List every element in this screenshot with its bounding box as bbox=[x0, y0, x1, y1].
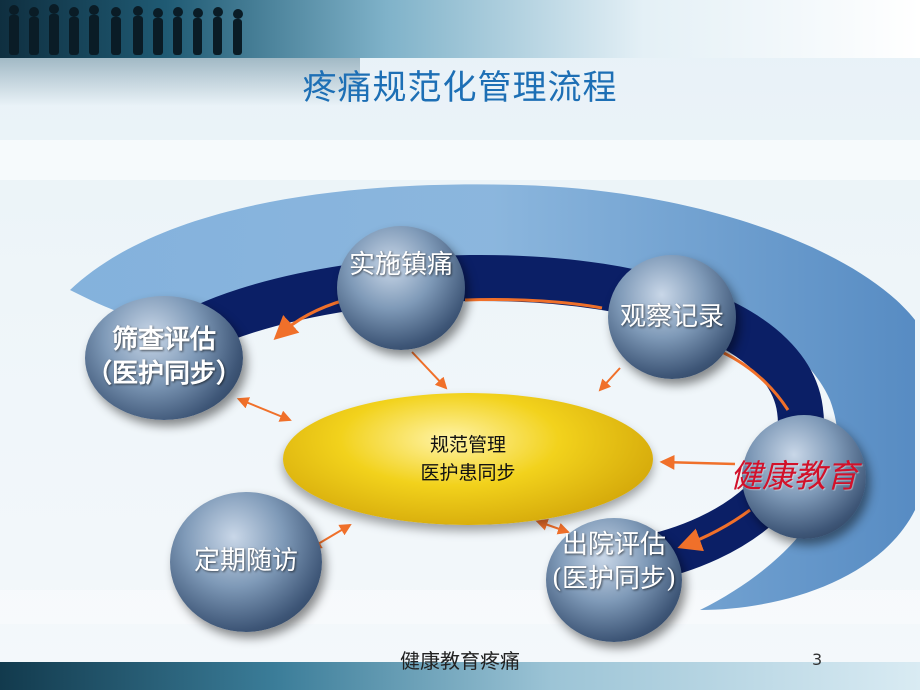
arrow-analgesia-to-center bbox=[411, 351, 448, 390]
arrow-screening-center bbox=[236, 397, 292, 422]
node-education: 健康教育 bbox=[730, 415, 866, 539]
node-discharge-label: 出院评估 bbox=[561, 530, 666, 561]
node-observation: 观察记录 bbox=[608, 255, 736, 379]
person-silhouette-icon bbox=[153, 8, 163, 55]
center-ellipse: 规范管理 医护患同步 bbox=[283, 393, 653, 525]
flow-arrow-analgesia-to-observation bbox=[464, 297, 603, 310]
center-label-line2: 医护患同步 bbox=[420, 462, 516, 484]
flow-arrow-analgesia-to-screening bbox=[273, 298, 346, 341]
node-followup: 定期随访 bbox=[170, 492, 322, 632]
header-reflection bbox=[0, 58, 360, 106]
person-silhouette-icon bbox=[133, 6, 143, 55]
node-screening-label: 筛查评估 bbox=[111, 325, 216, 356]
person-silhouette-icon bbox=[49, 4, 59, 55]
person-silhouette-icon bbox=[233, 9, 243, 55]
flow-arrow-education-to-discharge bbox=[677, 508, 751, 552]
person-silhouette-icon bbox=[69, 7, 79, 55]
node-screening-sublabel: （医护同步） bbox=[85, 359, 242, 389]
slide-title: 疼痛规范化管理流程 bbox=[302, 68, 618, 108]
arrow-discharge-center bbox=[535, 518, 570, 535]
node-analgesia: 实施镇痛 bbox=[337, 226, 465, 350]
page-number: 3 bbox=[812, 650, 823, 669]
person-silhouette-icon bbox=[111, 7, 121, 55]
node-followup-label: 定期随访 bbox=[193, 546, 298, 577]
flow-arrow-observation-to-education bbox=[721, 350, 790, 411]
arrow-observation-to-center bbox=[598, 367, 621, 392]
person-silhouette-icon bbox=[9, 5, 19, 55]
footer-banner bbox=[0, 662, 920, 690]
node-observation-label: 观察记录 bbox=[619, 302, 724, 333]
node-education-label: 健康教育 bbox=[729, 457, 858, 496]
footer-text: 健康教育疼痛 bbox=[400, 649, 520, 673]
node-analgesia-label: 实施镇痛 bbox=[348, 250, 453, 281]
background-stripe bbox=[0, 140, 920, 180]
person-silhouette-icon bbox=[213, 7, 223, 55]
node-screening: 筛查评估 （医护同步） bbox=[85, 296, 243, 420]
person-silhouette-icon bbox=[193, 8, 203, 55]
business-people-silhouettes bbox=[9, 4, 243, 55]
node-discharge-sublabel: (医护同步) bbox=[551, 564, 677, 594]
person-silhouette-icon bbox=[89, 5, 99, 55]
arrow-education-to-center bbox=[659, 454, 736, 470]
node-discharge: 出院评估 (医护同步) bbox=[546, 518, 682, 642]
center-label-line1: 规范管理 bbox=[429, 433, 506, 456]
arrow-followup-center bbox=[309, 523, 352, 550]
person-silhouette-icon bbox=[173, 7, 183, 55]
person-silhouette-icon bbox=[29, 7, 39, 55]
